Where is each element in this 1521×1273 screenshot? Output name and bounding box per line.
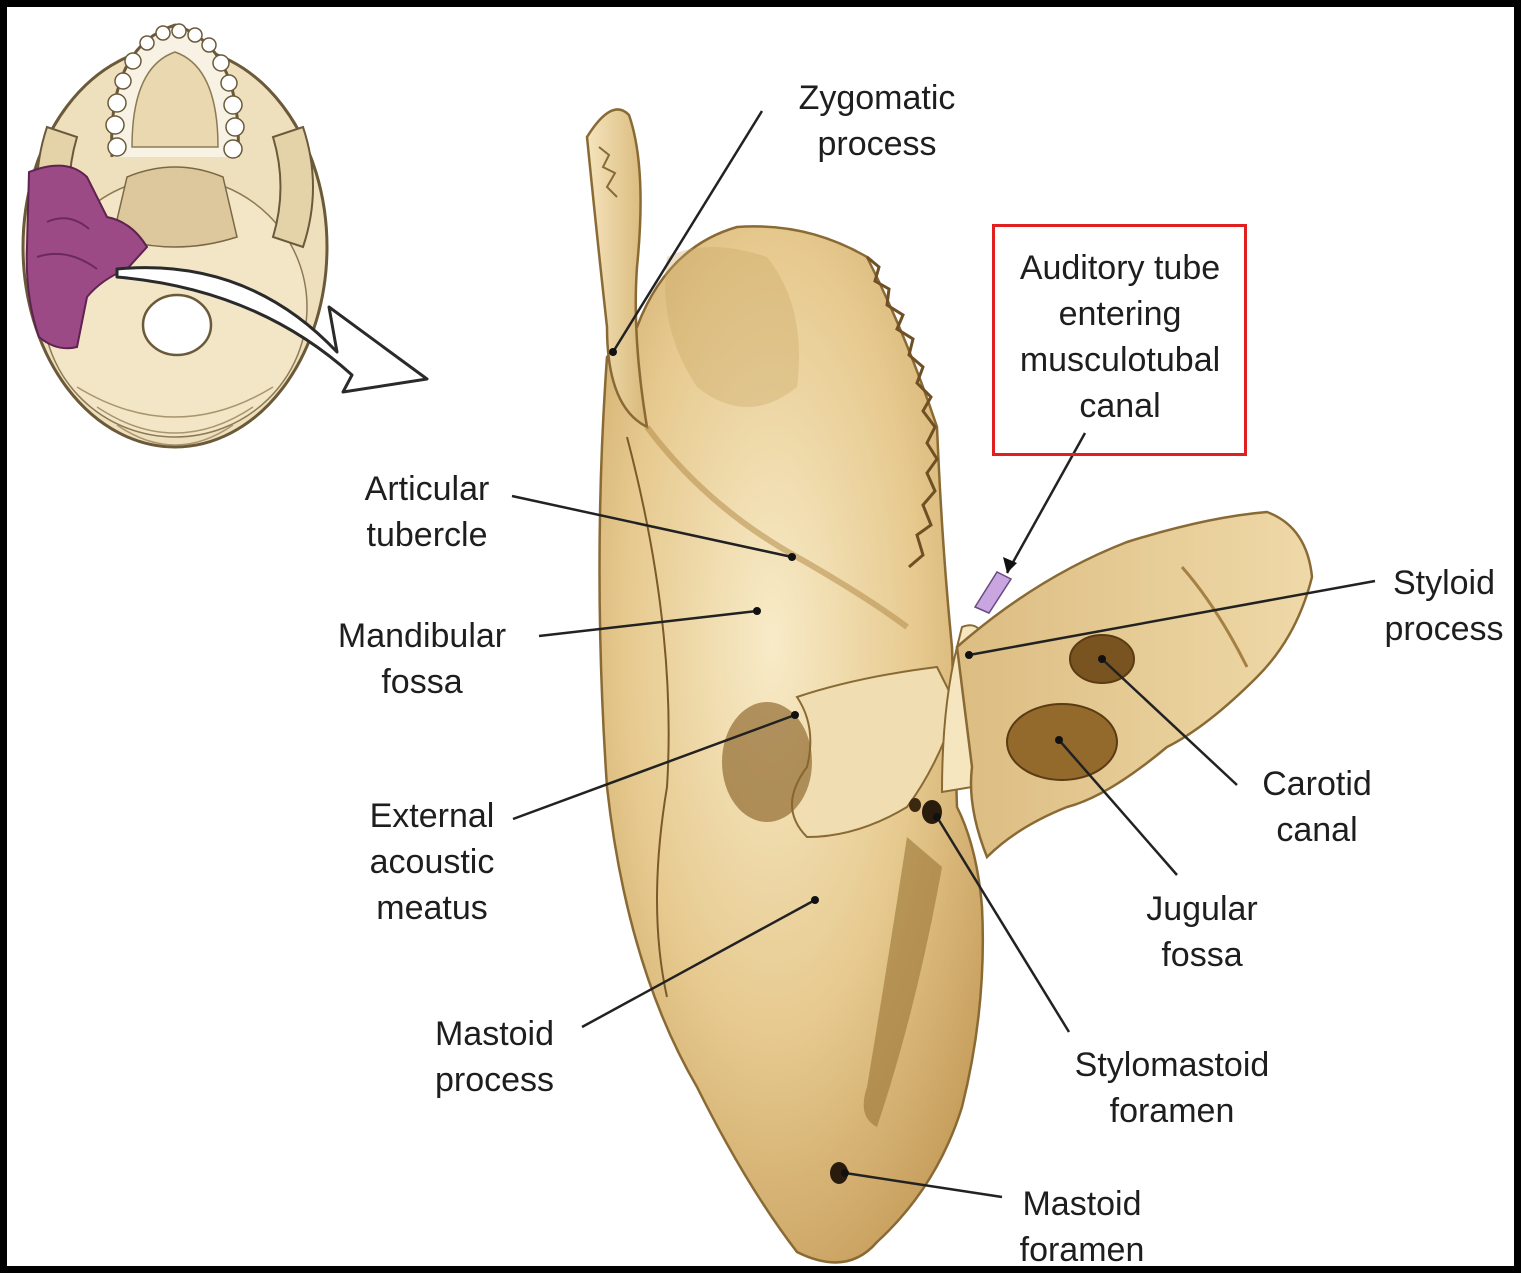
label-mastoid-process-line-2: process — [412, 1057, 577, 1103]
label-zygomatic-process: Zygomatic process — [777, 75, 977, 167]
label-carotid-canal: Carotid canal — [1237, 761, 1397, 853]
label-auditory-tube-line-4: canal — [995, 383, 1245, 429]
label-articular-tubercle-line-1: Articular — [337, 466, 517, 512]
skull-foramen-magnum — [143, 295, 211, 355]
label-mandibular-fossa-line-1: Mandibular — [317, 613, 527, 659]
label-mastoid-foramen-line-2: foramen — [1002, 1227, 1162, 1273]
label-mastoid-foramen-line-1: Mastoid — [1002, 1181, 1162, 1227]
label-external-acoustic-meatus-line-2: acoustic — [347, 839, 517, 885]
label-articular-tubercle-line-2: tubercle — [337, 512, 517, 558]
label-auditory-tube-line-3: musculotubal — [995, 337, 1245, 383]
label-auditory-tube-line-2: entering — [995, 291, 1245, 337]
bone-stylomastoid-foramen-2 — [909, 798, 921, 812]
label-mastoid-process: Mastoid process — [412, 1011, 577, 1103]
bone-external-acoustic-meatus — [722, 702, 812, 822]
label-mandibular-fossa: Mandibular fossa — [317, 613, 527, 705]
skull-inset — [23, 24, 327, 447]
label-external-acoustic-meatus-line-3: meatus — [347, 885, 517, 931]
label-styloid-process-line-2: process — [1369, 606, 1519, 652]
label-jugular-fossa-line-2: fossa — [1122, 932, 1282, 978]
label-jugular-fossa-line-1: Jugular — [1122, 886, 1282, 932]
label-carotid-canal-line-2: canal — [1237, 807, 1397, 853]
label-mastoid-process-line-1: Mastoid — [412, 1011, 577, 1057]
label-zygomatic-process-line-2: process — [777, 121, 977, 167]
label-stylomastoid-foramen-line-1: Stylomastoid — [1047, 1042, 1297, 1088]
label-articular-tubercle: Articular tubercle — [337, 466, 517, 558]
label-external-acoustic-meatus-line-1: External — [347, 793, 517, 839]
label-auditory-tube: Auditory tube entering musculotubal cana… — [995, 245, 1245, 429]
label-carotid-canal-line-1: Carotid — [1237, 761, 1397, 807]
bone-zygomatic-process — [587, 109, 647, 427]
label-zygomatic-process-line-1: Zygomatic — [777, 75, 977, 121]
label-mandibular-fossa-line-2: fossa — [317, 659, 527, 705]
label-styloid-process-line-1: Styloid — [1369, 560, 1519, 606]
label-stylomastoid-foramen-line-2: foramen — [1047, 1088, 1297, 1134]
label-styloid-process: Styloid process — [1369, 560, 1519, 652]
label-mastoid-foramen: Mastoid foramen — [1002, 1181, 1162, 1273]
label-jugular-fossa: Jugular fossa — [1122, 886, 1282, 978]
label-external-acoustic-meatus: External acoustic meatus — [347, 793, 517, 931]
label-auditory-tube-line-1: Auditory tube — [995, 245, 1245, 291]
label-stylomastoid-foramen: Stylomastoid foramen — [1047, 1042, 1297, 1134]
